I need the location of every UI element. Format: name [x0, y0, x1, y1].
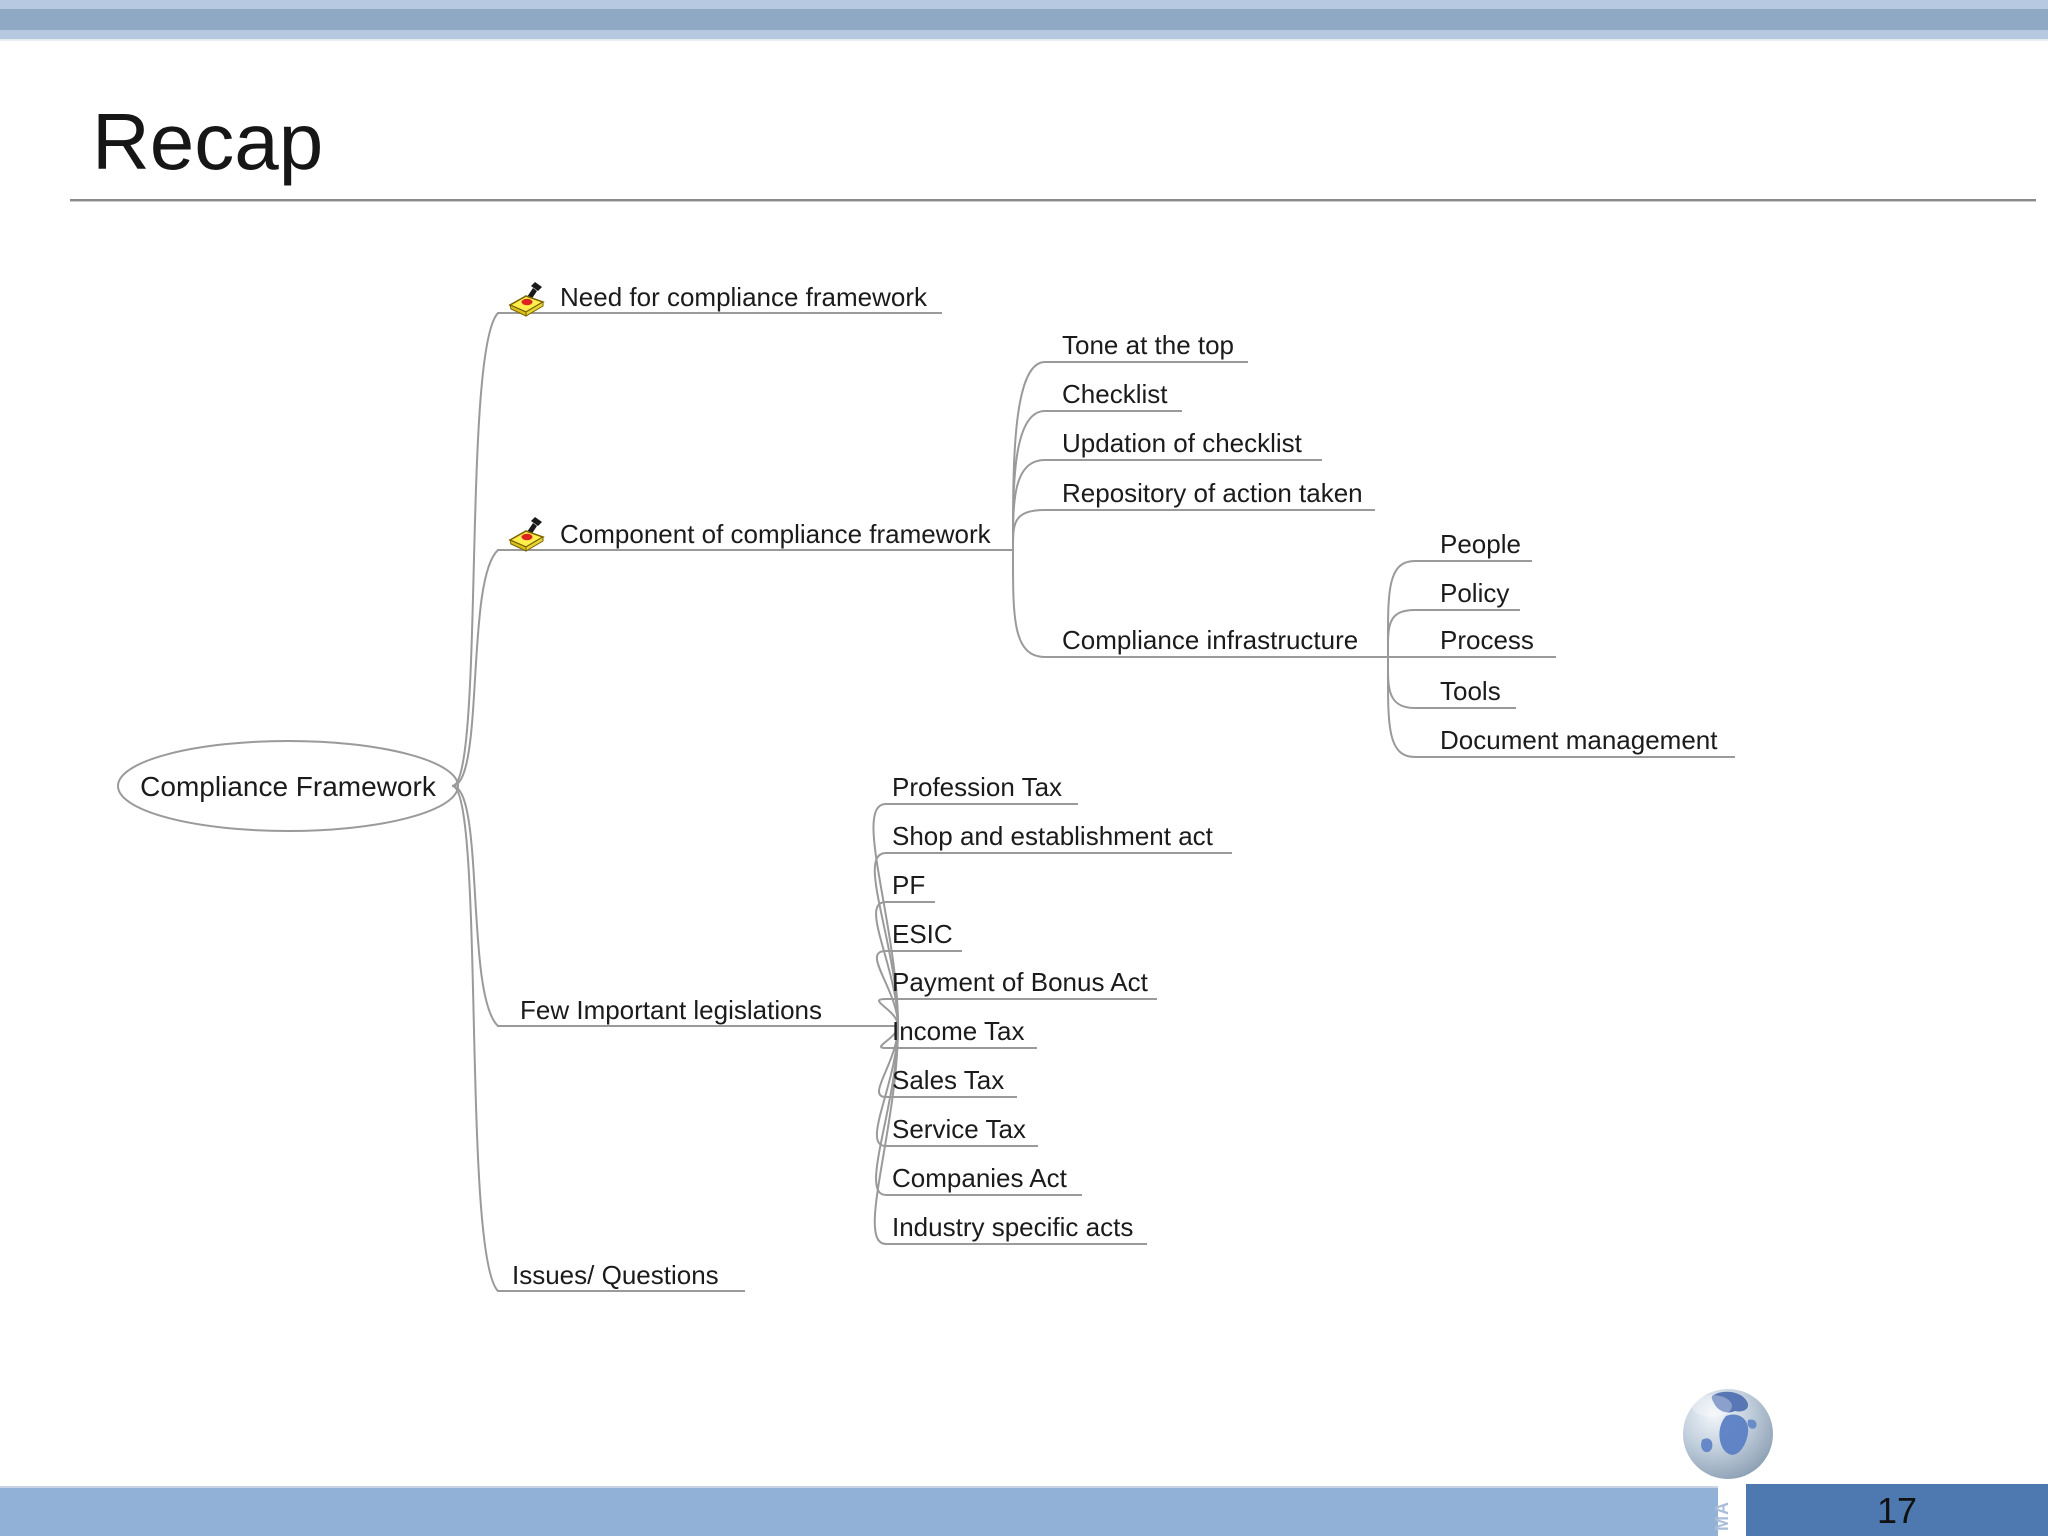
- node-sales-tax: Sales Tax: [892, 1065, 1004, 1095]
- node-pf: PF: [892, 870, 925, 900]
- globe-icon: [1683, 1389, 1773, 1479]
- node-issues-questions: Issues/ Questions: [512, 1260, 719, 1290]
- edge-payment-of-bonus: [878, 998, 1157, 1027]
- top-band-edge: [0, 39, 2048, 41]
- node-income-tax: Income Tax: [892, 1016, 1024, 1046]
- edge-few-important-legislations: [451, 785, 898, 1027]
- edge-document-management: [1386, 656, 1735, 758]
- edge-esic: [875, 950, 962, 1027]
- page-number: 17: [1876, 1490, 1918, 1531]
- top-band-dark: [0, 9, 2048, 30]
- node-checklist: Checklist: [1062, 379, 1168, 409]
- top-band-light-2: [0, 30, 2048, 39]
- node-payment-of-bonus: Payment of Bonus Act: [892, 967, 1149, 997]
- paintbrush-icon: [508, 517, 545, 552]
- node-esic: ESIC: [892, 919, 953, 949]
- node-industry-specific: Industry specific acts: [892, 1212, 1133, 1242]
- node-profession-tax: Profession Tax: [892, 772, 1062, 802]
- node-few-important-legislations: Few Important legislations: [520, 995, 822, 1025]
- edge-shop-establishment: [873, 852, 1232, 1027]
- root-node-ellipse: [117, 740, 459, 832]
- slide-title: Recap: [92, 97, 324, 186]
- edge-component-of-compliance: [451, 549, 1013, 787]
- footer-bar-left: [0, 1486, 1718, 1536]
- node-compliance-infrastructure: Compliance infrastructure: [1062, 625, 1358, 655]
- edge-issues-questions: [451, 785, 745, 1292]
- edge-compliance-infrastructure: [1011, 549, 1388, 658]
- node-policy: Policy: [1440, 578, 1509, 608]
- node-updation-of-checklist: Updation of checklist: [1062, 428, 1303, 458]
- node-companies-act: Companies Act: [892, 1163, 1068, 1193]
- edge-repository-of-action: [1011, 509, 1375, 551]
- node-service-tax: Service Tax: [892, 1114, 1026, 1144]
- node-root: Compliance Framework: [140, 771, 437, 802]
- title-underline: [70, 199, 2036, 202]
- node-tools: Tools: [1440, 676, 1501, 706]
- node-shop-establishment: Shop and establishment act: [892, 821, 1214, 851]
- node-people: People: [1440, 529, 1521, 559]
- node-document-management: Document management: [1440, 725, 1718, 755]
- paintbrush-icon: [508, 282, 545, 317]
- node-need-for-compliance: Need for compliance framework: [560, 282, 928, 312]
- node-tone-at-the-top: Tone at the top: [1062, 330, 1234, 360]
- node-component-of-compliance: Component of compliance framework: [560, 519, 992, 549]
- top-band-light: [0, 0, 2048, 9]
- edge-industry-specific: [873, 1025, 1147, 1245]
- edge-policy: [1386, 609, 1520, 658]
- edge-need-for-compliance: [451, 312, 942, 787]
- node-process: Process: [1440, 625, 1534, 655]
- footer-bar-right: 17: [1746, 1484, 2048, 1536]
- footer-logo-gap: [1718, 1484, 1746, 1536]
- node-repository-of-action: Repository of action taken: [1062, 478, 1363, 508]
- edge-pf: [875, 901, 935, 1027]
